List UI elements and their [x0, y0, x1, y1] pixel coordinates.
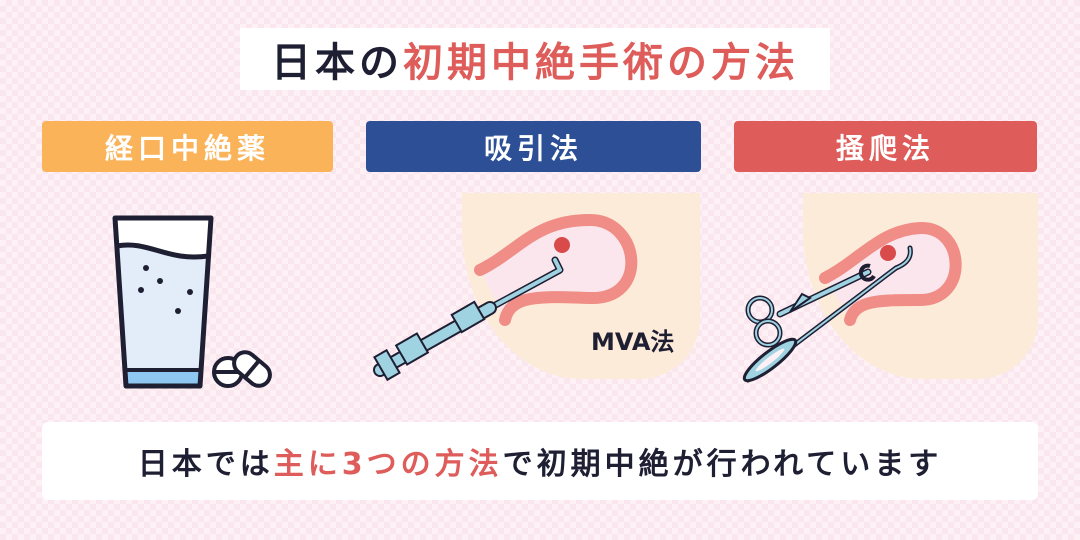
page-title: 日本の初期中絶手術の方法: [240, 28, 830, 90]
glass-of-water-and-pills-icon: [112, 215, 272, 389]
method-banner-oral-pill: 経口中絶薬: [42, 121, 333, 172]
mva-syringe-uterus-icon: [373, 213, 638, 382]
method-label: 吸引法: [483, 131, 583, 165]
title-prefix: 日本の: [271, 40, 403, 86]
summary-part2: で初期中絶が行われています: [502, 447, 943, 482]
summary-box: 日本では主に3つの方法で初期中絶が行われています: [42, 422, 1038, 500]
method-banner-aspiration: 吸引法: [366, 121, 701, 172]
summary-part1: 日本では: [137, 447, 274, 482]
curette-forceps-uterus-icon: [742, 221, 962, 383]
mva-label: MVA法: [591, 328, 675, 356]
title-highlight: 初期中絶手術の方法: [403, 40, 799, 86]
method-label: 経口中絶薬: [104, 131, 270, 165]
method-label: 掻爬法: [835, 131, 935, 165]
method-banner-curettage: 掻爬法: [734, 121, 1037, 172]
summary-highlight: 主に3つの方法: [273, 447, 503, 482]
